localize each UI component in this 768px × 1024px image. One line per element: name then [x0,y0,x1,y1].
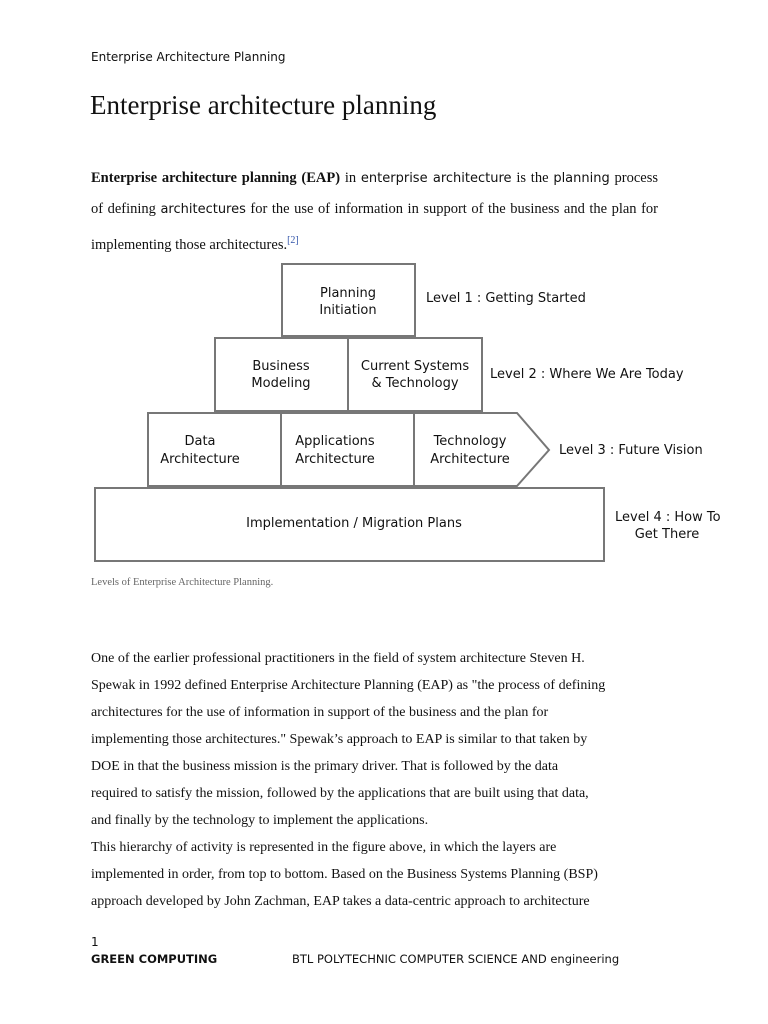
box-planning-initiation [281,263,416,337]
apps-line1: Applications [295,434,375,449]
page-title: Enterprise architecture planning [90,90,437,120]
body-line: architectures for the use of information… [91,705,549,720]
figure-caption: Levels of Enterprise Architecture Planni… [91,577,274,588]
intro-text-1: in [340,170,361,186]
citation-ref[interactable]: [2] [287,235,299,246]
body-paragraph: One of the earlier professional practiti… [91,645,671,915]
planning-line1: Planning [320,286,376,301]
body-line: required to satisfy the mission, followe… [91,786,589,801]
body-line: Spewak in 1992 defined Enterprise Archit… [91,678,606,693]
body-line: DOE in that the business mission is the … [91,759,559,774]
level4-line1: Level 4 : How To [615,510,721,525]
intro-text-3: process of defining [91,170,659,217]
business-line2: Modeling [251,376,310,391]
body-line: approach developed by John Zachman, EAP … [91,894,590,909]
apps-line2: Architecture [295,452,375,467]
link-architectures[interactable]: architectures [160,202,246,217]
link-enterprise-architecture[interactable]: enterprise architecture [360,171,512,186]
footer-right: BTL POLYTECHNIC COMPUTER SCIENCE AND eng… [292,952,620,966]
level3-label: Level 3 : Future Vision [559,443,703,458]
data-line1: Data [184,434,215,449]
data-line2: Architecture [160,452,240,467]
planning-line2: Initiation [319,303,376,318]
link-planning[interactable]: planning [553,171,610,186]
tech-line2: Architecture [430,452,510,467]
chevron-technology-architecture [413,412,551,487]
level1-label: Level 1 : Getting Started [426,291,586,306]
body-line: This hierarchy of activity is represente… [91,840,557,855]
eap-levels-diagram: Planning Initiation Level 1 : Getting St… [94,263,721,562]
box-current-systems [347,337,483,412]
level4-line2: Get There [635,527,700,542]
running-header: Enterprise Architecture Planning [91,50,286,64]
business-line1: Business [252,359,310,374]
body-line: implementing those architectures." Spewa… [91,732,588,747]
level2-label: Level 2 : Where We Are Today [490,367,684,382]
page-number: 1 [91,935,99,949]
current-line1: Current Systems [361,359,469,374]
body-line: implemented in order, from top to bottom… [91,867,598,882]
intro-text-4: for the use of information in support of… [91,201,658,253]
tech-line1: Technology [433,434,507,449]
intro-bold-term: Enterprise architecture planning (EAP) [91,170,341,186]
box-business-modeling [214,337,349,412]
intro-paragraph: Enterprise architecture planning (EAP) i… [91,163,658,261]
current-line2: & Technology [371,376,458,391]
impl-label: Implementation / Migration Plans [246,516,462,531]
footer-left: GREEN COMPUTING [91,952,218,966]
intro-text-2: is the [511,170,554,186]
box-implementation [94,487,605,562]
body-line: One of the earlier professional practiti… [91,651,585,666]
body-line: and finally by the technology to impleme… [91,813,429,828]
